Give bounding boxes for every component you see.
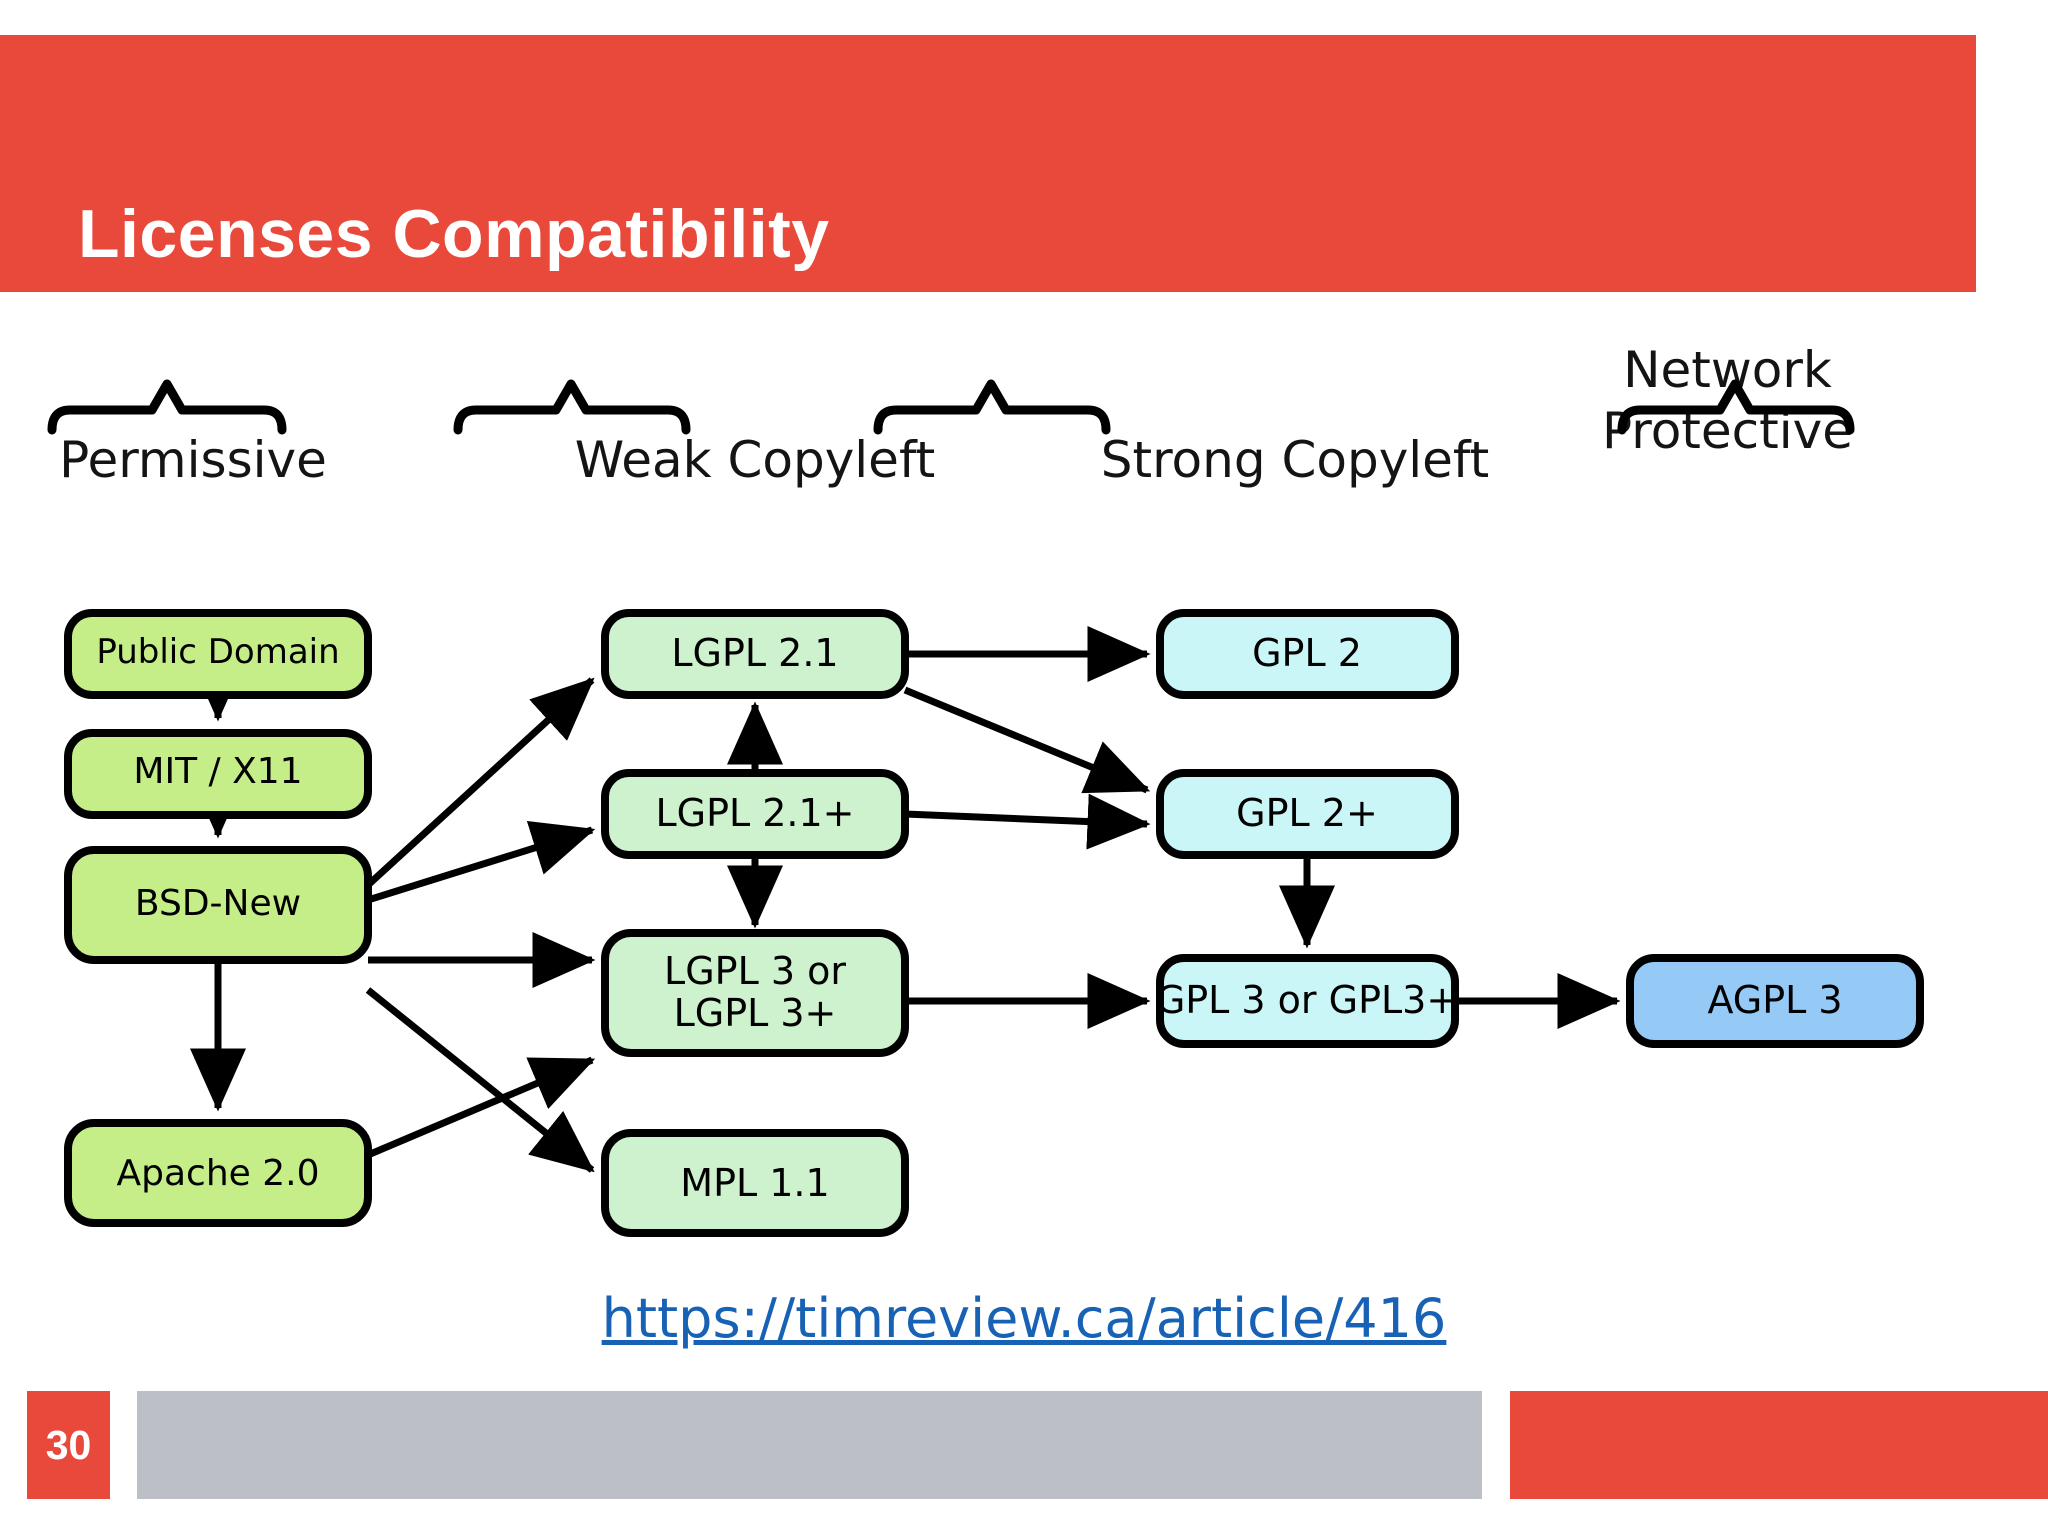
node-label: GPL 3 or GPL3+ bbox=[1156, 978, 1458, 1022]
node-label-line2: LGPL 3+ bbox=[674, 991, 837, 1035]
brace-weak-copyleft bbox=[453, 379, 691, 435]
node-lgpl-3[interactable]: LGPL 3 or LGPL 3+ bbox=[601, 929, 909, 1057]
title-bar: Licenses Compatibility bbox=[0, 35, 1976, 292]
page-number: 30 bbox=[45, 1422, 92, 1468]
edge-bsd-to-mpl11 bbox=[365, 987, 595, 1173]
edge-bsd-to-lgpl21 bbox=[365, 677, 595, 888]
diagram-nodes: Public Domain MIT / X11 BSD-New Apache 2… bbox=[64, 609, 1924, 1237]
edge-bsd-to-lgpl21plus bbox=[366, 821, 596, 904]
category-label-permissive: Permissive bbox=[59, 431, 327, 489]
node-mpl-11[interactable]: MPL 1.1 bbox=[601, 1129, 909, 1237]
node-label: LGPL 2.1+ bbox=[655, 791, 854, 835]
node-label: MIT / X11 bbox=[133, 751, 302, 792]
footer-gray-bar bbox=[137, 1391, 1482, 1499]
node-label: GPL 2 bbox=[1252, 631, 1362, 675]
node-label-line1: LGPL 3 or bbox=[664, 949, 846, 993]
edge-apache-to-lgpl3 bbox=[366, 1056, 596, 1159]
node-label: AGPL 3 bbox=[1707, 978, 1842, 1022]
category-label-strong-copyleft: Strong Copyleft bbox=[1100, 431, 1490, 489]
node-mit-x11[interactable]: MIT / X11 bbox=[64, 729, 372, 819]
footer-red-bar bbox=[1510, 1391, 2048, 1499]
brace-network-protective bbox=[1617, 379, 1855, 435]
node-lgpl-21[interactable]: LGPL 2.1 bbox=[601, 609, 909, 699]
edge-lgpl21plus-to-gpl2plus bbox=[904, 793, 1151, 850]
node-label: MPL 1.1 bbox=[680, 1161, 829, 1205]
node-agpl-3[interactable]: AGPL 3 bbox=[1626, 954, 1924, 1048]
node-lgpl-21plus[interactable]: LGPL 2.1+ bbox=[601, 769, 909, 859]
edge-lgpl21-to-gpl2plus bbox=[903, 686, 1151, 794]
category-label-weak-copyleft: Weak Copyleft bbox=[574, 431, 936, 489]
page-number-badge: 30 bbox=[27, 1391, 110, 1499]
node-apache-2-0[interactable]: Apache 2.0 bbox=[64, 1119, 372, 1227]
node-gpl-3[interactable]: GPL 3 or GPL3+ bbox=[1156, 954, 1459, 1048]
category-braces bbox=[47, 379, 1855, 435]
node-label: BSD-New bbox=[135, 883, 301, 924]
node-label: Public Domain bbox=[96, 632, 339, 672]
node-public-domain[interactable]: Public Domain bbox=[64, 609, 372, 699]
page-title: Licenses Compatibility bbox=[78, 196, 830, 272]
node-bsd-new[interactable]: BSD-New bbox=[64, 846, 372, 964]
node-label: GPL 2+ bbox=[1236, 791, 1378, 835]
brace-strong-copyleft bbox=[873, 379, 1111, 435]
brace-permissive bbox=[47, 379, 287, 435]
category-label-network-protective: Network Protective bbox=[1601, 341, 1854, 460]
node-gpl-2plus[interactable]: GPL 2+ bbox=[1156, 769, 1459, 859]
source-link[interactable]: https://timreview.ca/article/416 bbox=[601, 1287, 1447, 1350]
node-label: Apache 2.0 bbox=[117, 1153, 320, 1194]
license-compatibility-diagram: Public Domain MIT / X11 BSD-New Apache 2… bbox=[47, 379, 1924, 1237]
diagram-edges bbox=[190, 626, 1621, 1173]
node-gpl-2[interactable]: GPL 2 bbox=[1156, 609, 1459, 699]
node-label: LGPL 2.1 bbox=[671, 631, 838, 675]
